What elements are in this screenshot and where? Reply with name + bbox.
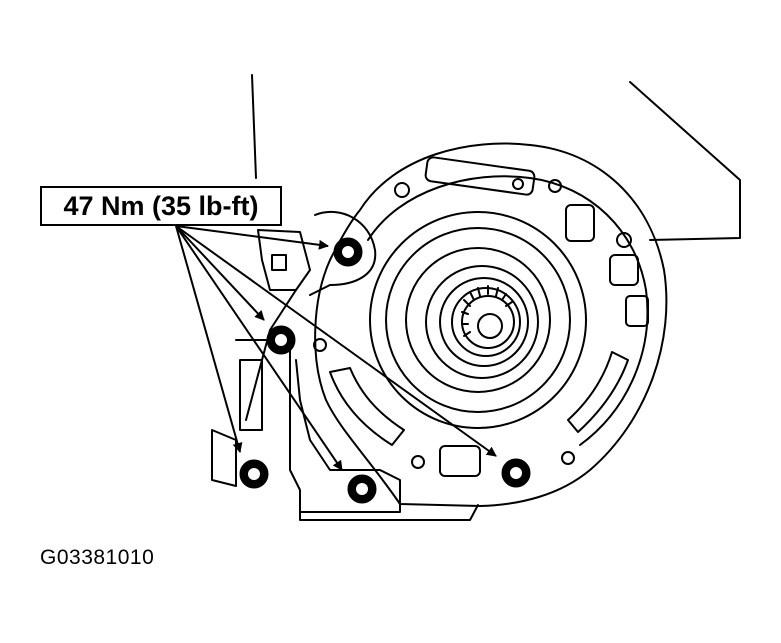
slot-right (565, 204, 595, 242)
hub-center (477, 313, 503, 339)
bolt-hole (561, 451, 575, 465)
figure-id: G03381010 (40, 546, 155, 569)
bolt-hole (616, 232, 632, 248)
slot-right-3 (625, 295, 649, 327)
hub-splines (461, 285, 513, 337)
valve-body-bracket (257, 229, 311, 291)
bolt-hole (313, 338, 327, 352)
hub-ring-7 (461, 295, 515, 349)
leader-line-2 (175, 225, 265, 321)
hub-ring-2 (385, 227, 571, 413)
hub-ring-outer (369, 211, 587, 429)
flange-plate (314, 142, 668, 507)
slot-bottom (439, 445, 481, 477)
lower-housing (299, 504, 479, 521)
slot-top (424, 156, 536, 196)
hub-ring-3 (405, 247, 551, 393)
bolt-hole (512, 178, 524, 190)
bolt-hole (548, 179, 562, 193)
slot-lower-right (567, 351, 629, 433)
bolt-hole (394, 182, 410, 198)
housing-edge-line (251, 74, 257, 179)
mounting-ear-left (309, 210, 377, 296)
leader-line-3 (175, 225, 243, 453)
bolt-hole (411, 455, 425, 469)
leader-line-1 (175, 225, 329, 250)
hub-ring-5 (439, 277, 529, 367)
leader-line-5 (175, 225, 497, 457)
slot-right-2 (609, 254, 639, 286)
flange-inner-rim (367, 175, 649, 446)
bracket-detail (271, 254, 287, 271)
slot-lower-left (329, 367, 405, 446)
hub-ring-6 (451, 287, 521, 357)
link-arm (245, 289, 297, 421)
hub-ring-4 (425, 265, 539, 379)
torque-label: 47 Nm (35 lb-ft) (63, 190, 259, 221)
torque-callout: 47 Nm (35 lb-ft) (40, 186, 282, 226)
housing-outline-right (629, 81, 741, 241)
valve-body-detail (239, 359, 263, 431)
valve-body-lower (211, 429, 237, 487)
leader-line-4 (175, 225, 343, 471)
valve-body-left (235, 339, 401, 513)
